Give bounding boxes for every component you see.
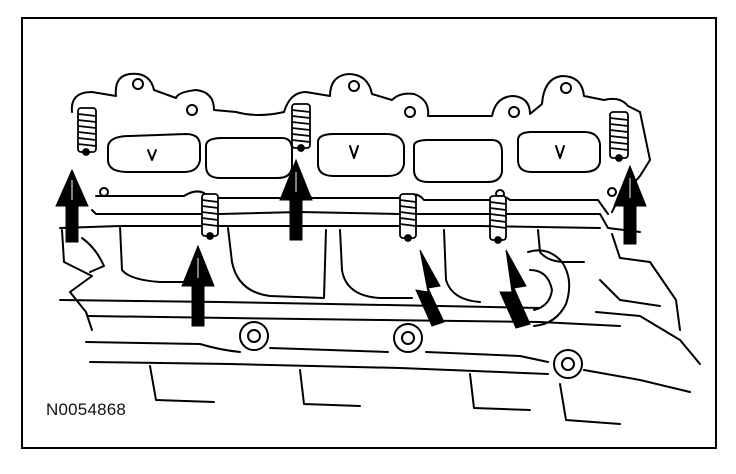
block-boss (239, 321, 269, 351)
block-boss-hole (561, 357, 575, 371)
intake-port-1 (107, 133, 201, 173)
block-boss-hole (247, 329, 261, 343)
block-runner-right (537, 229, 585, 263)
figure-id-label: N0054868 (46, 400, 127, 419)
lower-edge-far (559, 383, 621, 425)
arrow-up-4 (415, 249, 445, 327)
block-right-edge (611, 233, 681, 331)
arrow-up-6 (613, 164, 647, 245)
block-right-rib (599, 279, 661, 307)
stud-2 (201, 193, 219, 240)
block-boss (393, 323, 423, 353)
manifold-face-lower (95, 190, 609, 215)
flange-hole (186, 104, 198, 116)
deck-line-upper (59, 299, 541, 309)
intake-port-2 (205, 137, 293, 179)
lower-rail-4 (89, 361, 549, 375)
block-right-lower (595, 311, 701, 365)
lower-edge-mid (299, 369, 361, 407)
port-tab (349, 145, 359, 159)
block-runner-mid-3 (443, 229, 481, 303)
lower-rail-2 (269, 347, 389, 353)
round-housing-inner (529, 269, 553, 311)
arrow-up-3 (279, 158, 313, 241)
lower-rail-3 (425, 351, 549, 363)
flange-band-bottom (59, 225, 601, 229)
arrow-highlights (71, 172, 631, 278)
arrow-up-2 (181, 244, 215, 327)
lower-rail-5 (583, 369, 691, 393)
stud-6 (609, 111, 629, 162)
flange-band-top (91, 209, 641, 233)
port-tab (555, 145, 565, 159)
head-bolt-hole (348, 80, 360, 92)
arrow-up-5 (499, 249, 531, 329)
block-boss (553, 349, 583, 379)
block-left-edge (61, 229, 93, 331)
flange-hole (607, 187, 617, 197)
block-left-fillet (81, 237, 105, 273)
stud-1 (77, 107, 97, 156)
lower-edge-right (469, 373, 531, 411)
flange-hole (508, 106, 520, 118)
block-boss-hole (401, 331, 415, 345)
block-runner-mid-1 (227, 227, 327, 299)
intake-port-5 (517, 131, 601, 173)
stud-4 (399, 193, 417, 242)
port-tab (147, 149, 157, 161)
arrow-up-1 (55, 168, 89, 243)
flange-hole (99, 187, 109, 197)
head-bolt-hole (560, 82, 572, 94)
engine-drawing (59, 72, 701, 425)
block-runner-mid-2 (339, 229, 413, 299)
cylinder-head-top-edge (70, 72, 641, 117)
studs (77, 103, 629, 244)
stud-5 (489, 195, 507, 244)
block-runner-left (119, 225, 187, 283)
head-bolt-hole (132, 78, 144, 90)
figure-border (21, 17, 717, 449)
stud-3 (291, 103, 311, 152)
intake-port-3 (317, 133, 405, 177)
lower-edge-left (149, 365, 215, 403)
flange-hole (404, 106, 416, 118)
round-housing (527, 249, 571, 327)
callout-arrows (55, 158, 647, 329)
intake-port-4 (413, 139, 503, 183)
lower-rail-1 (85, 341, 241, 353)
deck-line-lower (87, 315, 621, 327)
